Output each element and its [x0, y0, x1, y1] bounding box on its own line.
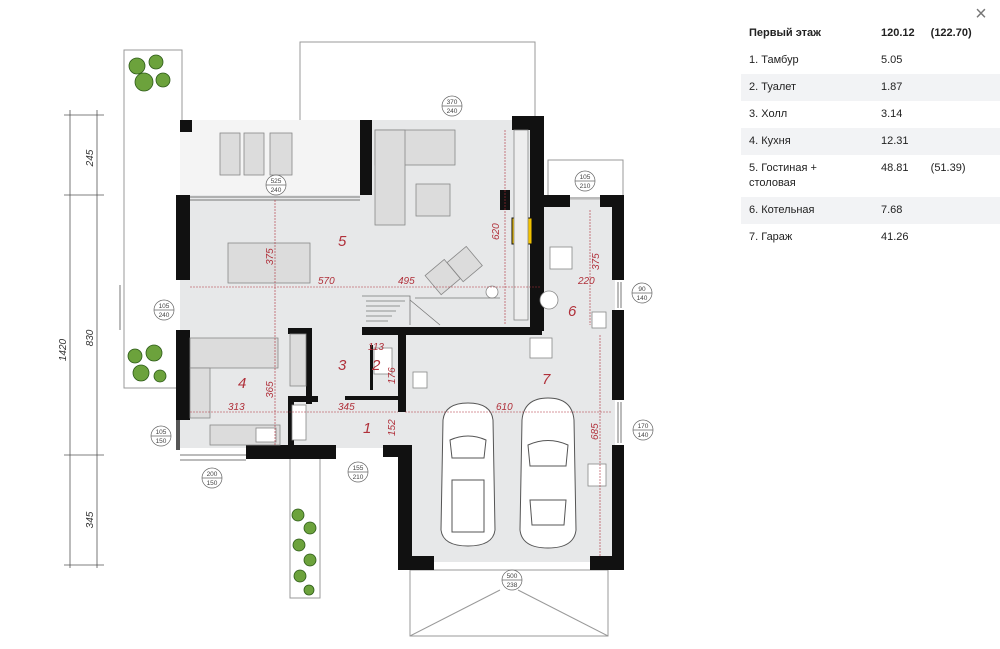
area-table: Первый этаж 120.12 (122.70) 1. Тамбур 5.… [741, 20, 1000, 251]
room-3-label: 3 [338, 357, 347, 374]
opening-9-top: 170 [638, 423, 649, 430]
dim-610: 610 [496, 402, 513, 413]
room-area: 1.87 [873, 74, 923, 101]
opening-markers [150, 95, 654, 591]
furniture [180, 120, 607, 487]
table-row: 4. Кухня 12.31 [741, 128, 1000, 155]
room-area-alt [922, 74, 1000, 101]
opening-6-top: 105 [156, 429, 167, 436]
opening-10-top: 500 [507, 573, 518, 580]
dim-685: 685 [590, 423, 601, 440]
dim-220: 220 [577, 276, 595, 287]
room-2-label: 2 [371, 357, 381, 374]
room-5-label: 5 [338, 233, 347, 250]
opening-2-top: 525 [271, 178, 282, 185]
opening-5-top: 90 [638, 286, 646, 293]
opening-10-bot: 238 [507, 582, 518, 589]
stairs [362, 295, 500, 326]
dimension-lines [64, 110, 104, 568]
opening-8-top: 155 [353, 465, 364, 472]
room-name: 3. Холл [749, 108, 788, 120]
floor-area: 120.12 [881, 27, 915, 39]
room-area: 12.31 [873, 128, 923, 155]
floor-plan: 1420 830 245 345 570 495 375 375 220 620… [58, 41, 654, 637]
opening-7-top: 200 [207, 471, 218, 478]
dim-313: 313 [228, 402, 245, 413]
room-area: 41.26 [881, 231, 909, 243]
room-name: 1. Тамбур [749, 54, 799, 66]
dim-113: 113 [368, 342, 384, 353]
room-area: 48.81 [881, 162, 909, 174]
close-icon[interactable]: × [975, 3, 987, 25]
opening-2-bot: 240 [271, 187, 282, 194]
opening-9-bot: 140 [638, 432, 649, 439]
opening-1-top: 370 [447, 99, 458, 106]
table-row: 5. Гостиная + столовая 48.81 (51.39) [741, 155, 1000, 197]
plants [127, 54, 317, 596]
dim-345: 345 [338, 402, 355, 413]
room-area: 3.14 [881, 108, 903, 120]
opening-4-bot: 240 [159, 312, 170, 319]
opening-8-bot: 210 [353, 474, 364, 481]
dim-375b: 375 [591, 253, 602, 270]
opening-1-bot: 240 [447, 108, 458, 115]
table-row: 3. Холл 3.14 [741, 101, 1000, 128]
room-name: 5. Гостиная + столовая [749, 162, 817, 189]
room-name: 6. Котельная [741, 197, 873, 224]
room-name: 7. Гараж [749, 231, 793, 243]
room-area: 7.68 [873, 197, 923, 224]
room-6-label: 6 [568, 303, 577, 320]
table-row: 1. Тамбур 5.05 [741, 47, 1000, 74]
dim-570: 570 [318, 276, 335, 287]
dim-495: 495 [398, 276, 415, 287]
dim-620: 620 [491, 223, 502, 240]
opening-3-top: 105 [580, 174, 591, 181]
room-1-label: 1 [363, 420, 371, 437]
room-area-alt [923, 224, 1000, 251]
room-4-label: 4 [238, 375, 246, 392]
room-name: 2. Туалет [741, 74, 873, 101]
table-row: 7. Гараж 41.26 [741, 224, 1000, 251]
room-name: 4. Кухня [741, 128, 873, 155]
opening-6-bot: 150 [156, 438, 167, 445]
room-7-label: 7 [542, 371, 551, 388]
dim-152: 152 [387, 419, 398, 436]
room-area: 5.05 [881, 54, 903, 66]
garage-floor [405, 330, 615, 562]
opening-3-bot: 210 [580, 183, 591, 190]
opening-7-bot: 150 [207, 480, 218, 487]
dim-375a: 375 [265, 248, 276, 265]
car-right [519, 397, 577, 549]
terrace-top [299, 41, 536, 123]
room-area-alt [923, 47, 1000, 74]
dim-345: 345 [85, 511, 96, 528]
room-area-alt: (51.39) [930, 162, 966, 174]
dim-176: 176 [387, 367, 398, 384]
terrace-left [123, 49, 183, 389]
table-header-row: Первый этаж 120.12 (122.70) [741, 20, 1000, 47]
opening-5-bot: 140 [637, 295, 648, 302]
car-left [440, 402, 496, 547]
opening-4-top: 105 [159, 303, 170, 310]
table-row: 2. Туалет 1.87 [741, 74, 1000, 101]
dim-245: 245 [85, 149, 96, 167]
inner-dimension-lines [190, 130, 612, 556]
room-area-alt [922, 197, 1000, 224]
dim-830: 830 [85, 329, 96, 346]
dim-365: 365 [265, 381, 276, 398]
room-area-alt [923, 101, 1000, 128]
dim-total: 1420 [58, 338, 69, 361]
room-area-alt [922, 128, 1000, 155]
floor-name: Первый этаж [749, 27, 821, 39]
table-row: 6. Котельная 7.68 [741, 197, 1000, 224]
floor-area-alt: (122.70) [930, 27, 972, 39]
